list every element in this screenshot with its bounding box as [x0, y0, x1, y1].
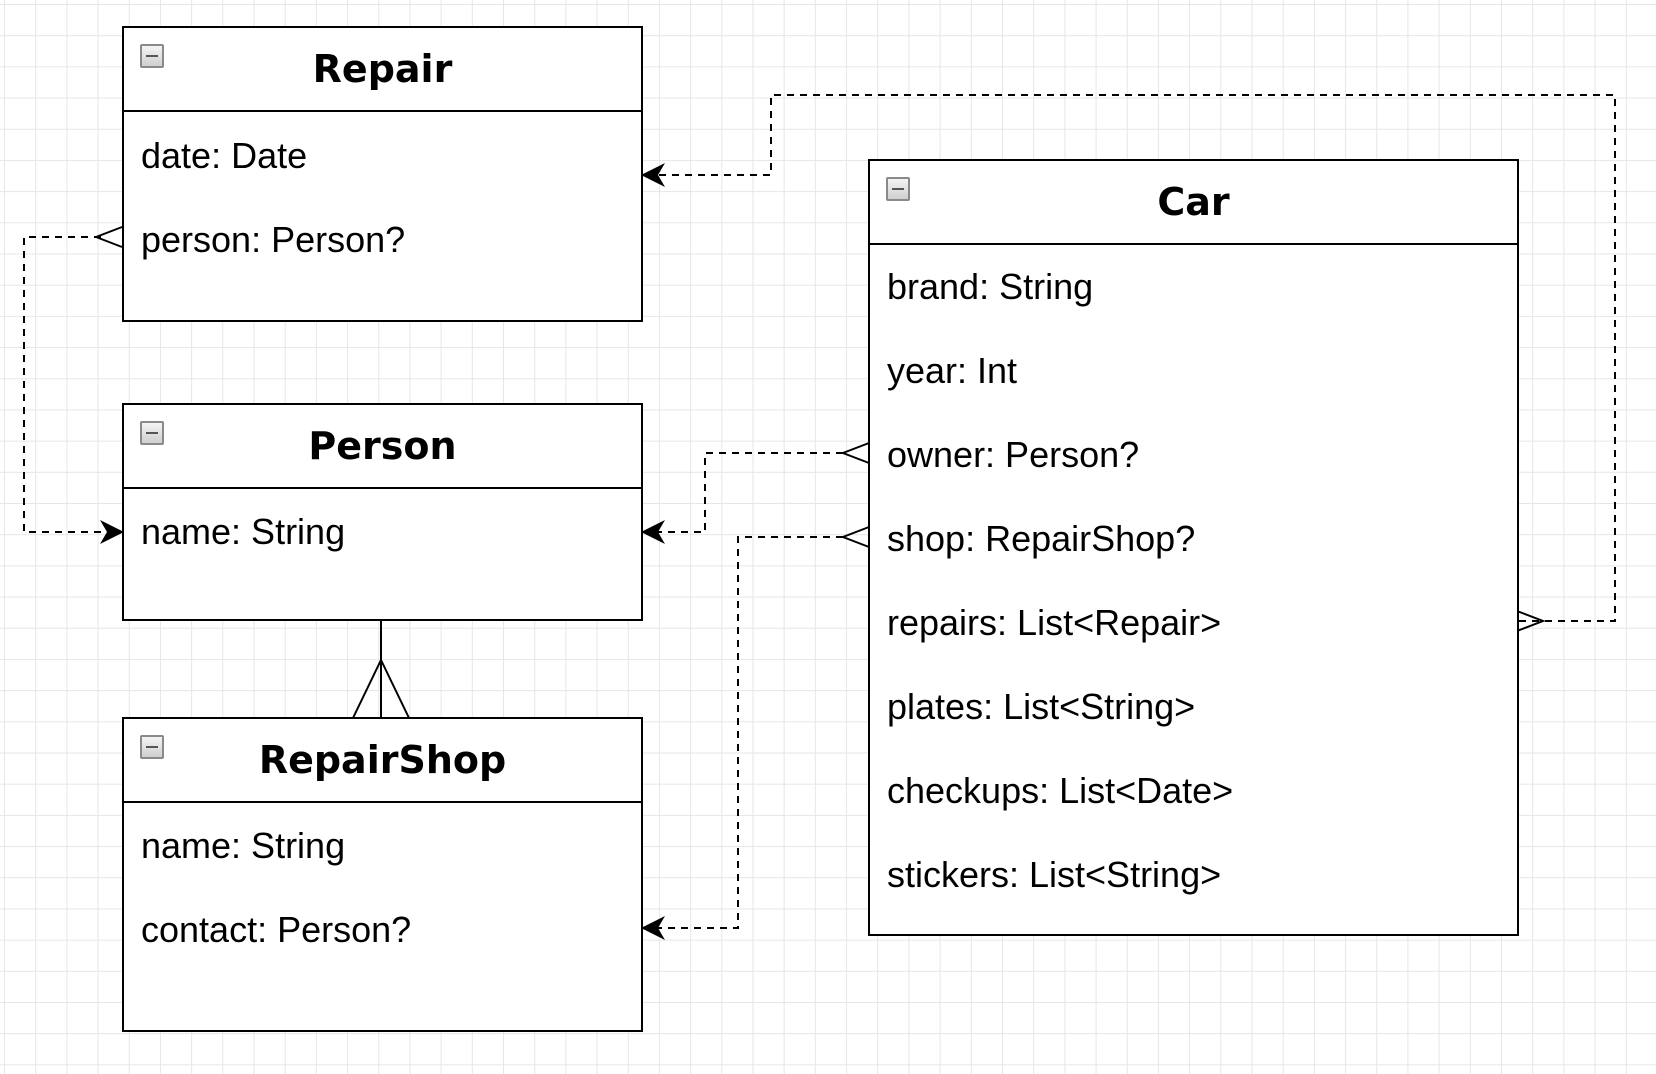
connector-person-repairshop[interactable]	[352, 620, 410, 719]
entity-title: Car	[1157, 180, 1230, 224]
entity-header: RepairShop	[124, 719, 641, 803]
attribute-plates: plates: List<String>	[887, 686, 1196, 727]
attribute-brand: brand: String	[887, 266, 1094, 307]
entity-title: Person	[308, 424, 457, 468]
collapse-minus-icon[interactable]	[140, 735, 164, 759]
attribute-stickers: stickers: List<String>	[887, 854, 1222, 895]
entity-repairshop[interactable]: RepairShop name: String contact: Person?	[122, 717, 643, 1032]
attribute-name: name: String	[141, 825, 346, 866]
entity-title: Repair	[312, 47, 453, 91]
crowfoot-repair-person	[95, 226, 123, 248]
attribute-contact: contact: Person?	[141, 909, 412, 950]
attribute-name: name: String	[141, 511, 346, 552]
attribute-year: year: Int	[887, 350, 1018, 391]
connector-car-shop[interactable]	[641, 536, 843, 940]
crowfoot-car-repairs	[1516, 610, 1546, 632]
entity-header: Repair	[124, 28, 641, 112]
attribute-date: date: Date	[141, 135, 308, 176]
collapse-minus-icon[interactable]	[886, 177, 910, 201]
connector-repair-person[interactable]	[23, 236, 124, 544]
collapse-minus-icon[interactable]	[140, 421, 164, 445]
entity-title: RepairShop	[258, 738, 507, 782]
crowfoot-car-owner	[840, 442, 870, 464]
attribute-checkups: checkups: List<Date>	[887, 770, 1234, 811]
entity-header: Person	[124, 405, 641, 489]
connector-car-repairs[interactable]	[641, 94, 1616, 622]
attribute-owner: owner: Person?	[887, 434, 1140, 475]
attribute-person: person: Person?	[141, 219, 406, 260]
entity-header: Car	[870, 161, 1517, 245]
collapse-minus-icon[interactable]	[140, 44, 164, 68]
entity-person[interactable]: Person name: String	[122, 403, 643, 621]
entity-repair[interactable]: Repair date: Date person: Person?	[122, 26, 643, 322]
entity-car[interactable]: Car brand: String year: Int owner: Perso…	[868, 159, 1519, 936]
attribute-shop: shop: RepairShop?	[887, 518, 1196, 559]
crowfoot-car-shop	[840, 526, 870, 548]
connector-car-owner[interactable]	[641, 452, 843, 544]
attribute-repairs: repairs: List<Repair>	[887, 602, 1222, 643]
